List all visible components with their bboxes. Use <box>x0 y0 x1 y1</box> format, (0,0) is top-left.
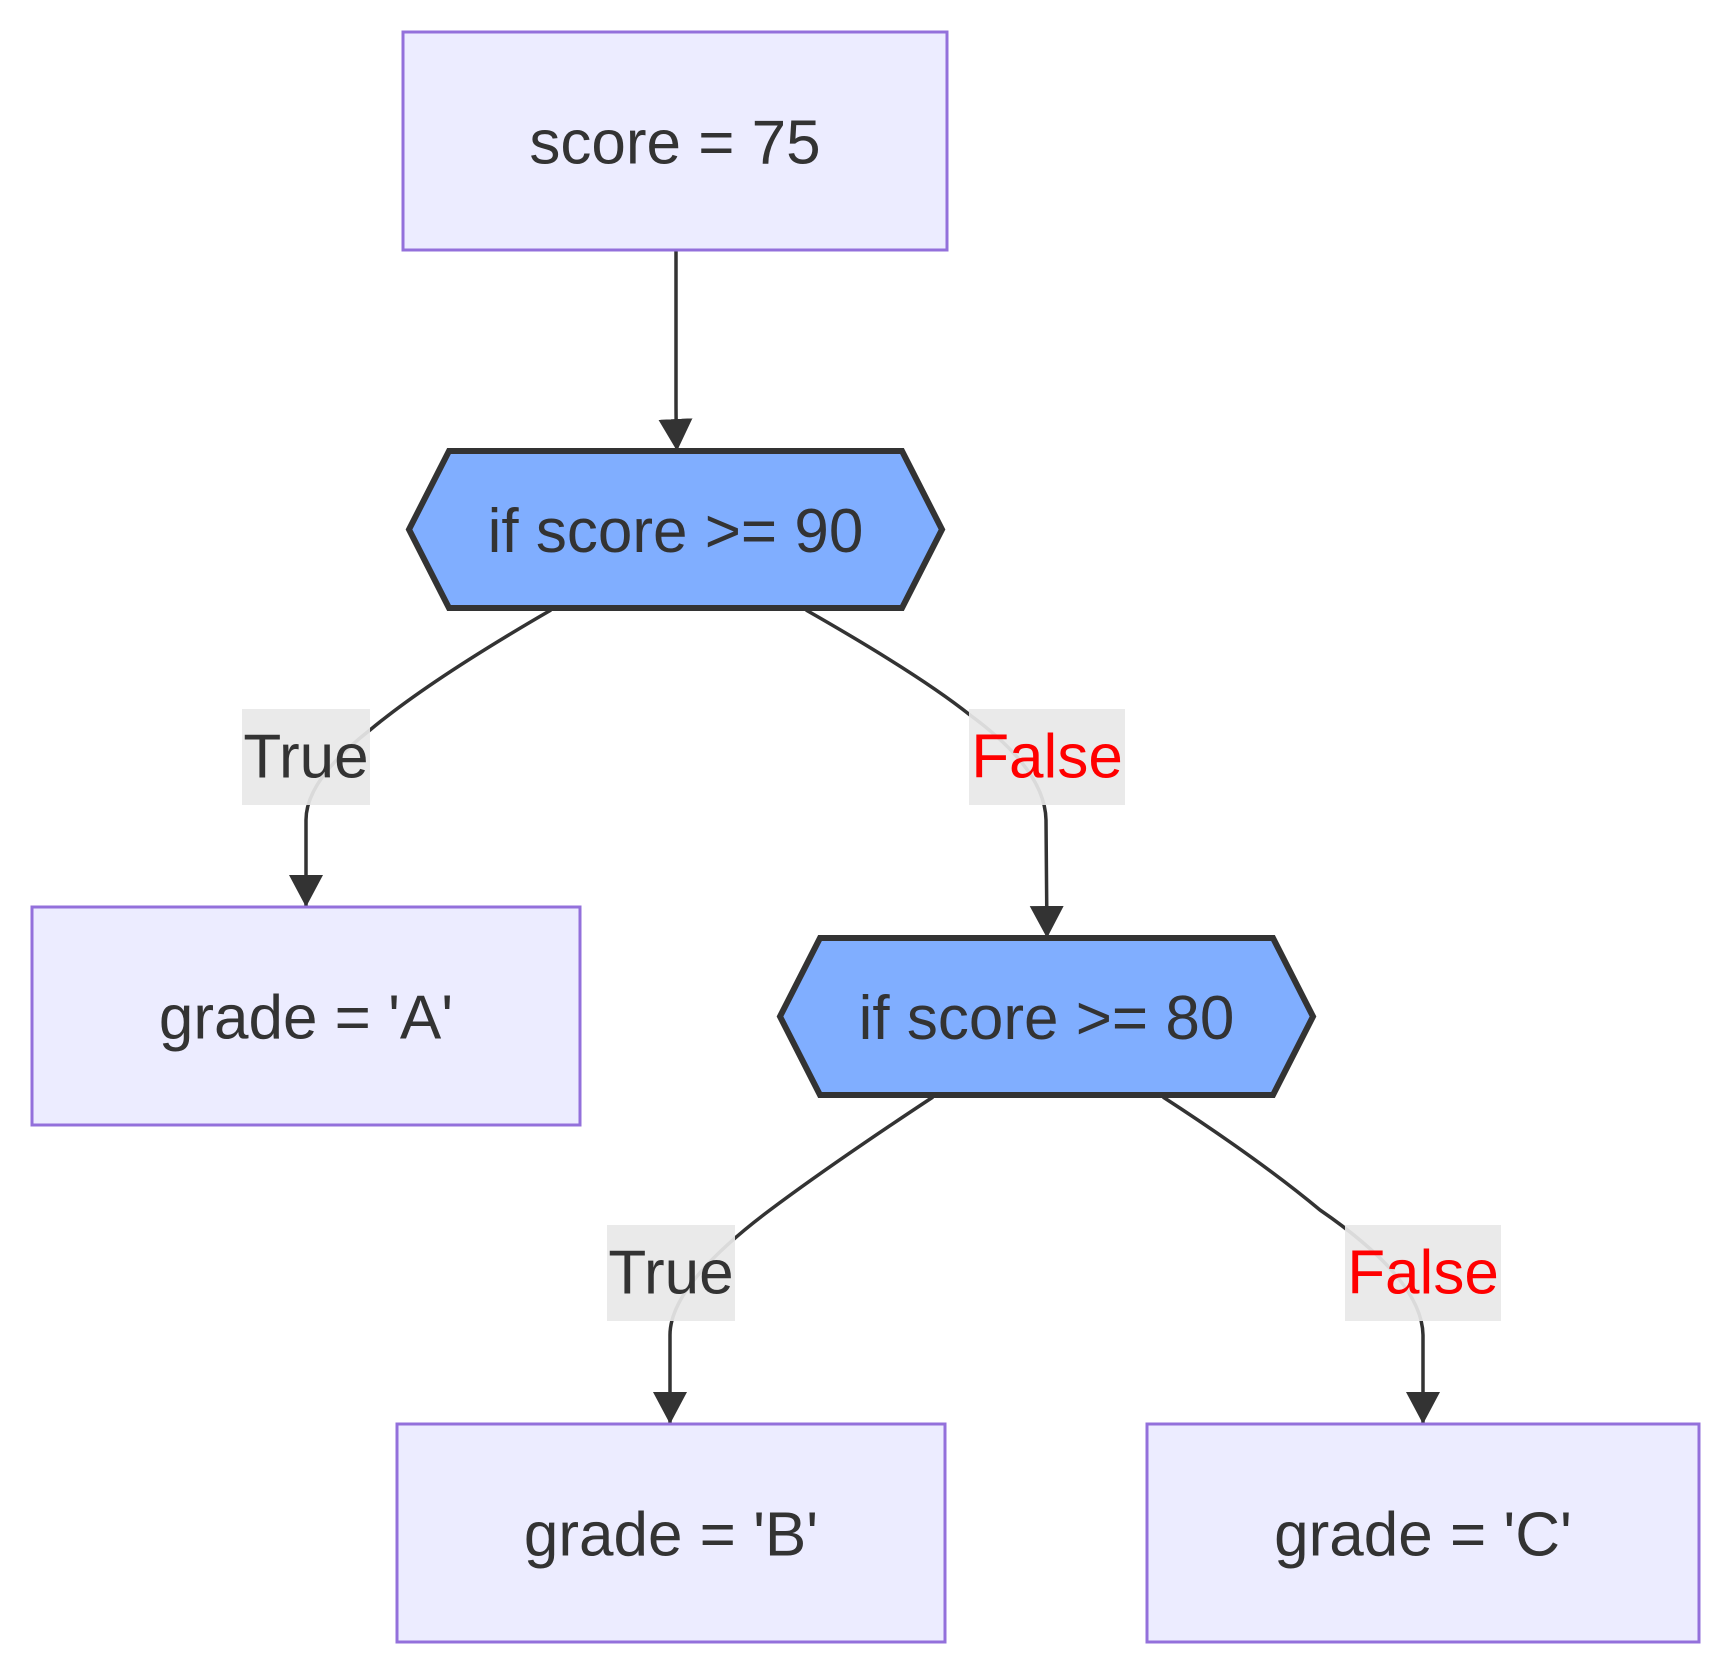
node-label: grade = 'B' <box>524 1501 818 1570</box>
node-cond1: if score >= 90 <box>405 448 946 611</box>
edge-label-text: True <box>608 1239 733 1308</box>
edge-label-text: False <box>1347 1239 1499 1308</box>
edge-label-text: True <box>243 723 368 792</box>
process-box <box>1145 1422 1701 1644</box>
node-gradeB: grade = 'B' <box>395 1422 947 1644</box>
edge-label-background <box>242 709 370 805</box>
node-gradeC: grade = 'C' <box>1145 1422 1701 1644</box>
process-box <box>30 905 582 1127</box>
edge-label-cond1-gradeA: True <box>242 709 370 805</box>
edge-label-cond2-gradeB: True <box>607 1225 735 1321</box>
edge-start-cond1 <box>658 250 693 452</box>
node-label: grade = 'C' <box>1274 1501 1572 1570</box>
node-start: score = 75 <box>401 30 949 252</box>
nodes-layer: score = 75 if score >= 90 grade = 'A' if sc… <box>30 30 1701 1644</box>
node-label: if score >= 90 <box>488 497 864 566</box>
node-label: grade = 'A' <box>159 984 453 1053</box>
edge-label-background <box>607 1225 735 1321</box>
node-label: if score >= 80 <box>859 984 1235 1053</box>
edge-label-cond2-gradeC: False <box>1345 1225 1501 1321</box>
process-box <box>401 30 949 252</box>
node-label: score = 75 <box>529 109 820 178</box>
edges-layer <box>289 250 1440 1424</box>
node-gradeA: grade = 'A' <box>30 905 582 1127</box>
edge-label-text: False <box>971 723 1123 792</box>
edge-label-background <box>1345 1225 1501 1321</box>
node-cond2: if score >= 80 <box>776 935 1317 1098</box>
process-box <box>395 1422 947 1644</box>
decision-hexagon <box>405 448 946 611</box>
edge-label-background <box>969 709 1125 805</box>
decision-hexagon <box>776 935 1317 1098</box>
edge-label-cond1-cond2: False <box>969 709 1125 805</box>
